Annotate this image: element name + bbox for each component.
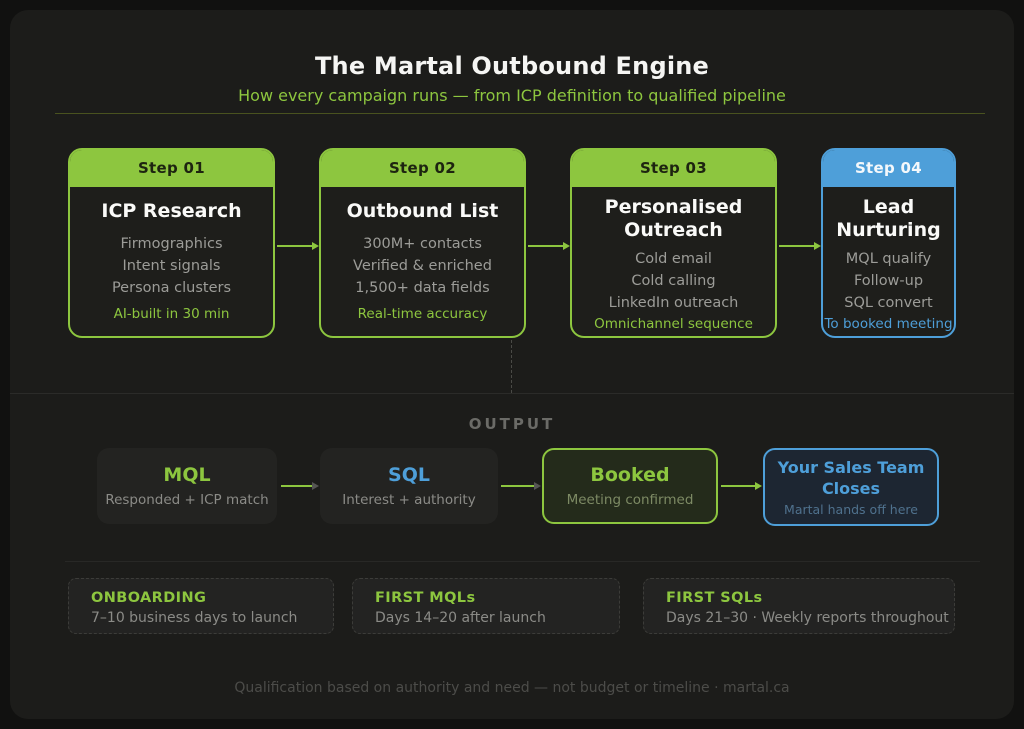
arrow-right-icon: [501, 482, 541, 490]
step-item: Cold calling: [631, 273, 716, 289]
timeline-box-first-sqls: FIRST SQLs Days 21–30 · Weekly reports t…: [643, 578, 955, 634]
step-card-01: Step 01 ICP Research Firmographics Inten…: [68, 148, 275, 338]
step-body: Personalised Outreach Cold email Cold ca…: [572, 187, 775, 332]
timeline-label: ONBOARDING: [91, 590, 207, 606]
stage-card-booked: Booked Meeting confirmed: [542, 448, 718, 524]
step-item: LinkedIn outreach: [608, 295, 739, 311]
timeline-box-onboarding: ONBOARDING 7–10 business days to launch: [68, 578, 334, 634]
page-title: The Martal Outbound Engine: [314, 52, 710, 80]
arrow-right-icon: [528, 242, 570, 250]
timeline-label: FIRST MQLs: [375, 590, 476, 606]
timeline-detail: Days 21–30 · Weekly reports throughout: [666, 610, 949, 626]
arrow-right-icon: [277, 242, 319, 250]
step-badge: Step 04: [823, 150, 954, 187]
step-item: Verified & enriched: [353, 258, 492, 274]
step-title: Personalised Outreach: [604, 196, 743, 241]
step-title: Lead Nurturing: [836, 196, 941, 241]
step-item: SQL convert: [844, 295, 933, 311]
page-subtitle: How every campaign runs — from ICP defin…: [238, 86, 786, 105]
stage-title: MQL: [163, 464, 211, 486]
arrow-right-icon: [281, 482, 319, 490]
step-badge: Step 02: [321, 150, 524, 187]
stage-card-sql: SQL Interest + authority: [320, 448, 498, 524]
step-accent: AI-built in 30 min: [113, 306, 230, 322]
step-body: Outbound List 300M+ contacts Verified & …: [321, 187, 524, 322]
stage-title: Booked: [590, 464, 670, 486]
stage-card-sales-team: Your Sales Team Closes Martal hands off …: [763, 448, 939, 526]
stage-subtitle: Responded + ICP match: [105, 492, 269, 508]
step-item: MQL qualify: [845, 251, 932, 267]
stage-title: SQL: [388, 464, 430, 486]
footer-note: Qualification based on authority and nee…: [234, 680, 790, 696]
output-section-label: OUTPUT: [468, 415, 556, 433]
timeline-section-divider: [65, 561, 980, 562]
timeline-label: FIRST SQLs: [666, 590, 763, 606]
step-item: Follow-up: [853, 273, 924, 289]
stage-subtitle: Meeting confirmed: [566, 492, 694, 508]
step-body: ICP Research Firmographics Intent signal…: [70, 187, 273, 322]
step-card-03: Step 03 Personalised Outreach Cold email…: [570, 148, 777, 338]
step-badge: Step 01: [70, 150, 273, 187]
step-item: 1,500+ data fields: [355, 280, 490, 296]
step-accent: Real-time accuracy: [357, 306, 488, 322]
step-badge: Step 03: [572, 150, 775, 187]
timeline-detail: Days 14–20 after launch: [375, 610, 546, 626]
timeline-detail: 7–10 business days to launch: [91, 610, 298, 626]
step-item: Cold email: [635, 251, 712, 267]
arrow-right-icon: [779, 242, 821, 250]
step-item: Intent signals: [122, 258, 221, 274]
header-divider: [55, 113, 985, 114]
step-accent: To booked meeting: [824, 316, 953, 332]
stage-title: Your Sales Team Closes: [777, 458, 925, 498]
step-item: Firmographics: [120, 236, 223, 252]
stage-subtitle: Interest + authority: [342, 492, 476, 508]
step-card-04: Step 04 Lead Nurturing MQL qualify Follo…: [821, 148, 956, 338]
arrow-right-icon: [721, 482, 762, 490]
output-section-divider: [10, 393, 1014, 394]
step-item: Persona clusters: [111, 280, 232, 296]
step-title: Outbound List: [346, 200, 499, 222]
step-card-02: Step 02 Outbound List 300M+ contacts Ver…: [319, 148, 526, 338]
step-item: 300M+ contacts: [363, 236, 482, 252]
dashed-connector-line: [511, 340, 512, 393]
step-body: Lead Nurturing MQL qualify Follow-up SQL…: [823, 187, 954, 332]
stage-subtitle: Martal hands off here: [784, 502, 918, 517]
stage-card-mql: MQL Responded + ICP match: [97, 448, 277, 524]
timeline-box-first-mqls: FIRST MQLs Days 14–20 after launch: [352, 578, 620, 634]
step-title: ICP Research: [101, 200, 242, 222]
step-accent: Omnichannel sequence: [594, 316, 753, 332]
